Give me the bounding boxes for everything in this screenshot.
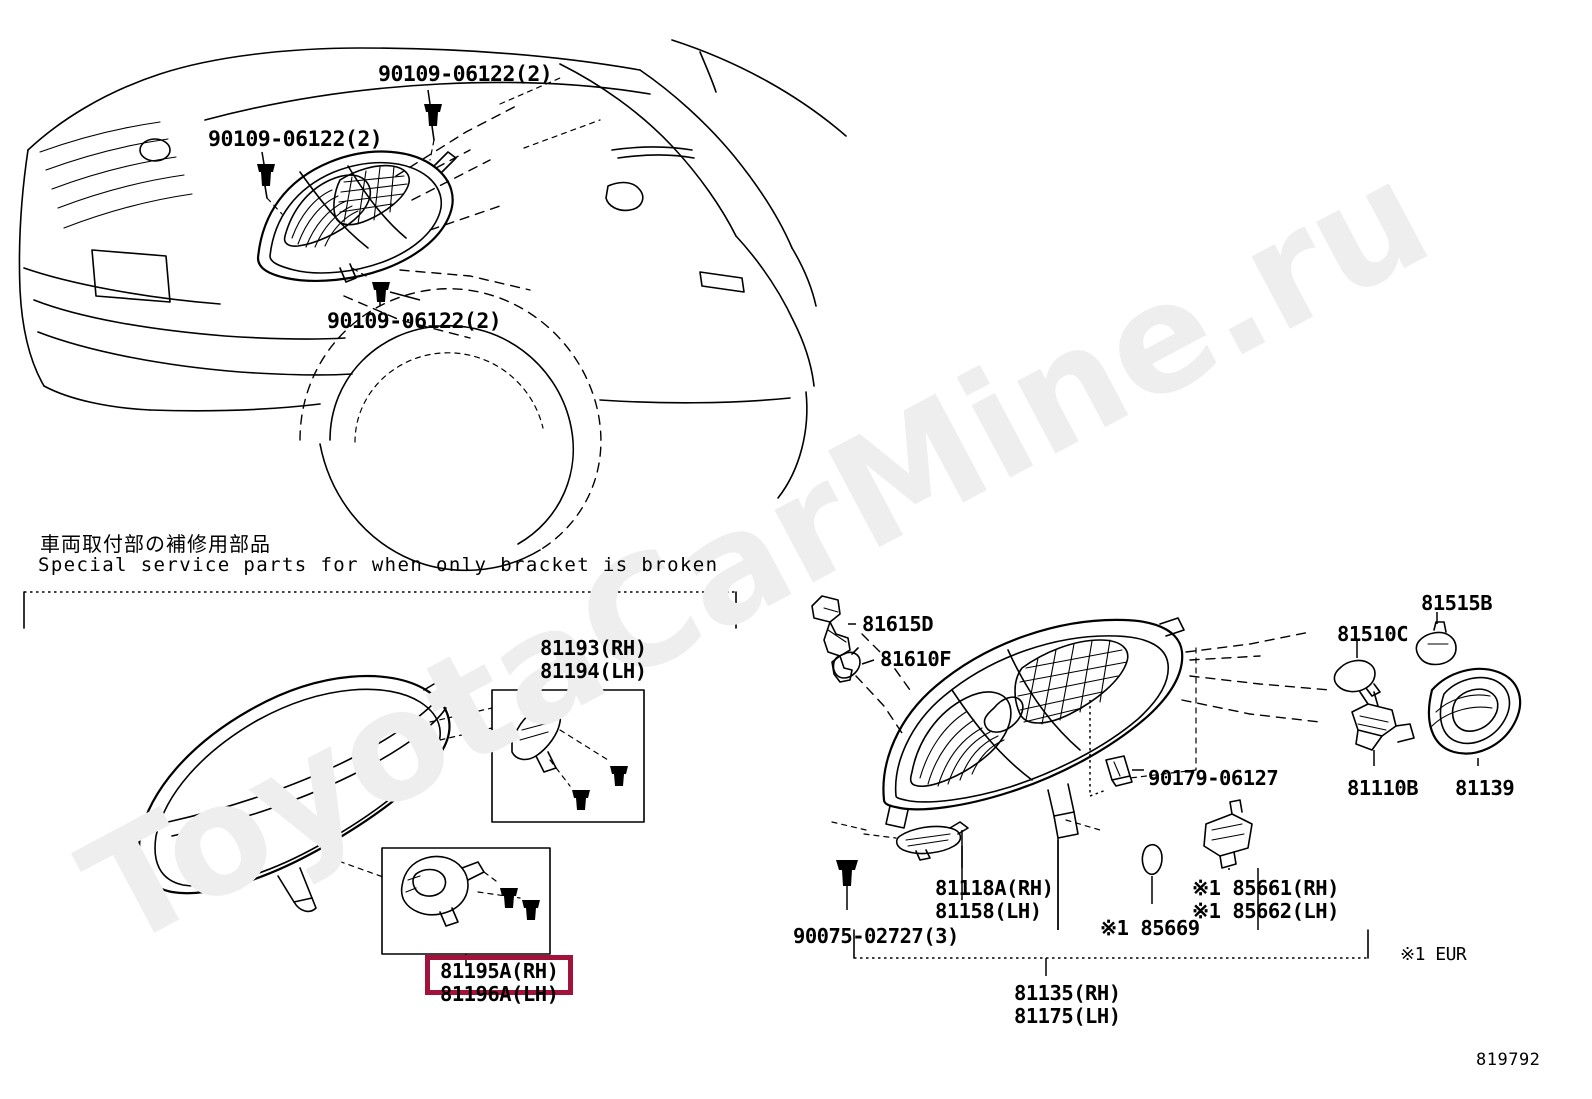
label-81515B: 81515B [1421,591,1493,615]
part-81610F [832,647,875,679]
screw-callout-top-3 [351,267,421,306]
bracket-detail-box-lower [381,847,551,966]
callout-90109-06122-b: 90109-06122(2) [208,127,383,152]
label-81615D: 81615D [862,612,934,636]
callout-90109-06122-c: 90109-06122(2) [327,309,502,334]
part-81139 [1427,667,1522,766]
label-85661-rh: ※1 85661(RH) [1192,876,1339,900]
headlamp-top-view [256,150,457,283]
part-81515B [1415,612,1457,666]
ssp-title-english: Special service parts for when only brac… [38,554,719,576]
label-81110B: 81110B [1347,776,1419,800]
bracket-detail-box-upper [491,668,645,823]
label-85662-lh: ※1 85662(LH) [1192,899,1339,923]
callout-90109-06122-a: 90109-06122(2) [378,62,553,87]
part-90179-06127 [1089,700,1144,797]
ssp-frame [23,591,737,629]
label-81158-lh: 81158(LH) [935,899,1042,923]
footnote-eur: ※1 EUR [1400,944,1467,965]
label-81194-lh: 81194(LH) [540,659,647,683]
ssp-title-japanese: 車両取付部の補修用部品 [40,532,271,556]
lamp-lens-exploded [138,674,493,913]
vehicle-top-view [18,39,847,572]
part-81110B [1351,691,1415,766]
label-81196A-lh: 81196A(LH) [440,982,559,1006]
screw-callout-top-1 [424,89,442,161]
label-81510C: 81510C [1337,622,1409,646]
label-81610F: 81610F [880,647,952,671]
label-81175-lh: 81175(LH) [1014,1004,1121,1028]
label-81135-rh: 81135(RH) [1014,981,1121,1005]
label-81139: 81139 [1455,776,1515,800]
part-90075-02727 [836,860,858,910]
screw-callout-top-2 [257,151,283,215]
label-90179-06127: 90179-06127 [1148,766,1279,790]
part-81510C [1333,640,1381,697]
highlight-box-81195A [425,955,573,995]
part-85669 [1141,843,1163,904]
label-85669: ※1 85669 [1100,916,1200,940]
label-81195A-rh: 81195A(RH) [440,959,559,983]
label-81193-rh: 81193(RH) [540,636,647,660]
label-81118A-rh: 81118A(RH) [935,876,1054,900]
part-85661 [1203,799,1253,870]
figure-id: 819792 [1476,1050,1541,1070]
label-90075-02727: 90075-02727(3) [793,924,959,948]
